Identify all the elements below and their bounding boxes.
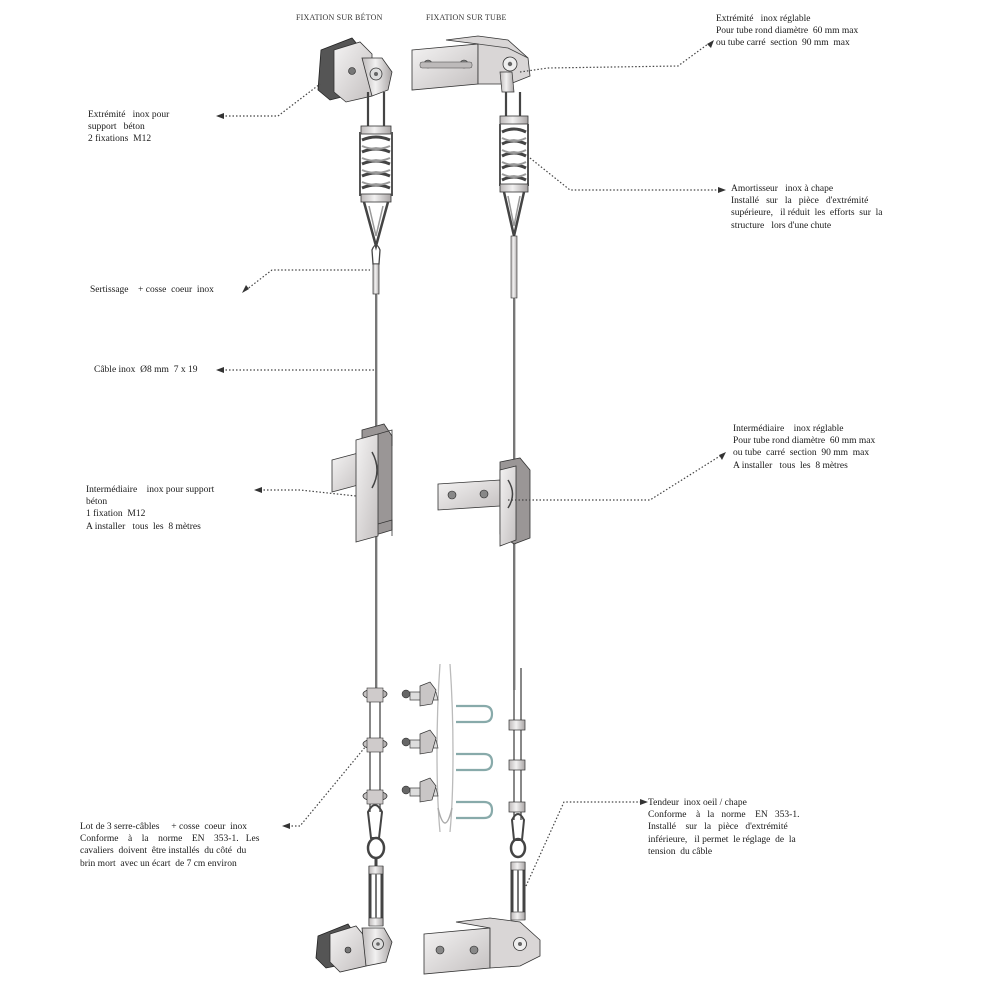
- left-assembly: [315, 37, 393, 973]
- leader-intermediate-tube: [508, 455, 721, 501]
- annotation-crimping: Sertissage + cosse coeur inox: [90, 285, 214, 295]
- leader-tensioner: [525, 801, 640, 887]
- clamp-detail-2: [401, 729, 494, 772]
- leader-intermediate-concrete: [260, 489, 357, 497]
- turnbuckle-right: [509, 837, 527, 921]
- clamp-detail-3: [401, 777, 494, 820]
- intermediate-bracket-concrete: [331, 423, 393, 543]
- leader-crimp: [245, 269, 370, 291]
- crimp-sleeve-left: [371, 244, 381, 295]
- turnbuckle-left: [366, 836, 386, 927]
- bottom-end-bracket-tube: [423, 917, 541, 975]
- annotation-end-concrete: Extrémité inox pour support béton 2 fixa…: [88, 110, 170, 145]
- leader-end-concrete: [222, 83, 321, 117]
- top-end-bracket-tube: [411, 35, 531, 93]
- leader-end-tube: [519, 43, 709, 73]
- arrow-heads: [216, 40, 726, 829]
- annotation-end-tube: Extrémité inox réglable Pour tube rond d…: [716, 14, 859, 49]
- leader-lines: [222, 43, 721, 887]
- cable-clamps-right: [508, 668, 526, 841]
- annotation-damper: Amortisseur inox à chape Installé sur la…: [731, 184, 883, 231]
- clamp-detail-illustration: [401, 663, 494, 833]
- damper-left: [359, 92, 393, 251]
- leader-clamps: [288, 745, 367, 827]
- annotation-intermediate-concrete: Intermédiaire inox pour support béton 1 …: [86, 485, 215, 532]
- cable-clamps-left: [362, 687, 388, 839]
- damper-right: [499, 92, 529, 299]
- header-concrete: FIXATION SUR BÉTON: [296, 13, 383, 22]
- right-assembly: [411, 35, 541, 975]
- header-tube: FIXATION SUR TUBE: [426, 13, 507, 22]
- intermediate-bracket-tube: [437, 457, 531, 547]
- annotation-cable: Câble inox Ø8 mm 7 x 19: [94, 365, 198, 375]
- clamp-detail-1: [401, 681, 494, 724]
- annotation-clamps: Lot de 3 serre-câbles + cosse coeur inox…: [80, 822, 260, 869]
- annotation-intermediate-tube: Intermédiaire inox réglable Pour tube ro…: [733, 424, 876, 471]
- leader-damper: [529, 157, 718, 191]
- annotation-tensioner: Tendeur inox oeil / chape Conforme à la …: [648, 798, 800, 857]
- bottom-end-bracket-concrete: [315, 923, 393, 973]
- top-end-bracket-concrete: [317, 37, 393, 103]
